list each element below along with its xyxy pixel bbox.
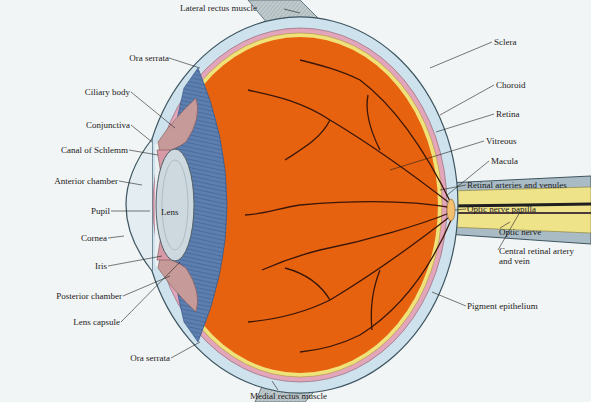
vessel [300,60,452,205]
leader-line [108,256,162,266]
vessel [285,268,330,300]
part-label: Medial rectus muscle [250,391,370,401]
vessel [262,212,452,270]
part-label: Lens [161,207,191,217]
lens-layer [162,160,188,250]
leader-line [455,209,466,210]
part-label: Posterior chamber [20,291,122,301]
part-label: Macula [491,156,561,166]
retinal-vessels [245,60,452,352]
leader-line [121,262,180,322]
optic-disc [447,199,455,221]
vessel [245,202,452,215]
leader-line [108,236,124,238]
leader-line [131,125,152,142]
leader-line [111,211,150,212]
part-label: Retinal arteries and venules [467,180,591,190]
leader-line [390,141,484,170]
part-label: Anterior chamber [20,176,118,186]
nerve-sheath [446,176,591,244]
leader-line [119,181,142,185]
vessel [248,90,452,205]
part-label: Canal of Schlemm [30,145,128,155]
part-label: Iris [60,261,107,271]
sclera [152,17,458,393]
leader-line [131,92,175,128]
part-label: Central retinal artery and vein [499,246,581,266]
part-label: Ciliary body [60,87,130,97]
leader-line [129,150,158,155]
vessel [371,270,380,330]
leader-line [446,161,489,196]
optic-nerve [450,187,591,233]
ciliary-body [158,258,198,312]
leader-line [440,85,494,115]
leader-line [432,292,466,306]
part-label: Sclera [494,37,564,47]
leader-line [284,9,300,13]
part-label: Optic nerve papilla [467,204,582,214]
part-label: Choroid [496,80,566,90]
leader-line [430,42,492,68]
ciliary-body [158,98,198,152]
leader-line [169,58,200,68]
vessel [300,218,452,352]
leader-line [436,114,494,132]
part-label: Retina [496,109,566,119]
lens [156,149,194,261]
cornea [126,139,152,271]
part-label: Optic nerve [499,227,584,237]
part-label: Pigment epithelium [467,301,582,311]
leader-lines [108,9,520,390]
part-label: Pupil [60,206,110,216]
part-label: Vitreous [486,136,556,146]
leader-line [272,381,278,390]
part-label: Cornea [50,233,107,243]
leader-line [171,342,200,358]
part-label: Ora serrata [119,53,169,63]
part-label: Conjunctiva [50,120,130,130]
vessel [367,95,380,150]
part-label: Lens capsule [40,317,120,327]
part-label: Ora serrata [120,353,170,363]
leader-line [440,185,466,190]
vessel [248,215,452,322]
vessel [285,120,330,160]
part-label: Lateral rectus muscle [180,3,290,13]
